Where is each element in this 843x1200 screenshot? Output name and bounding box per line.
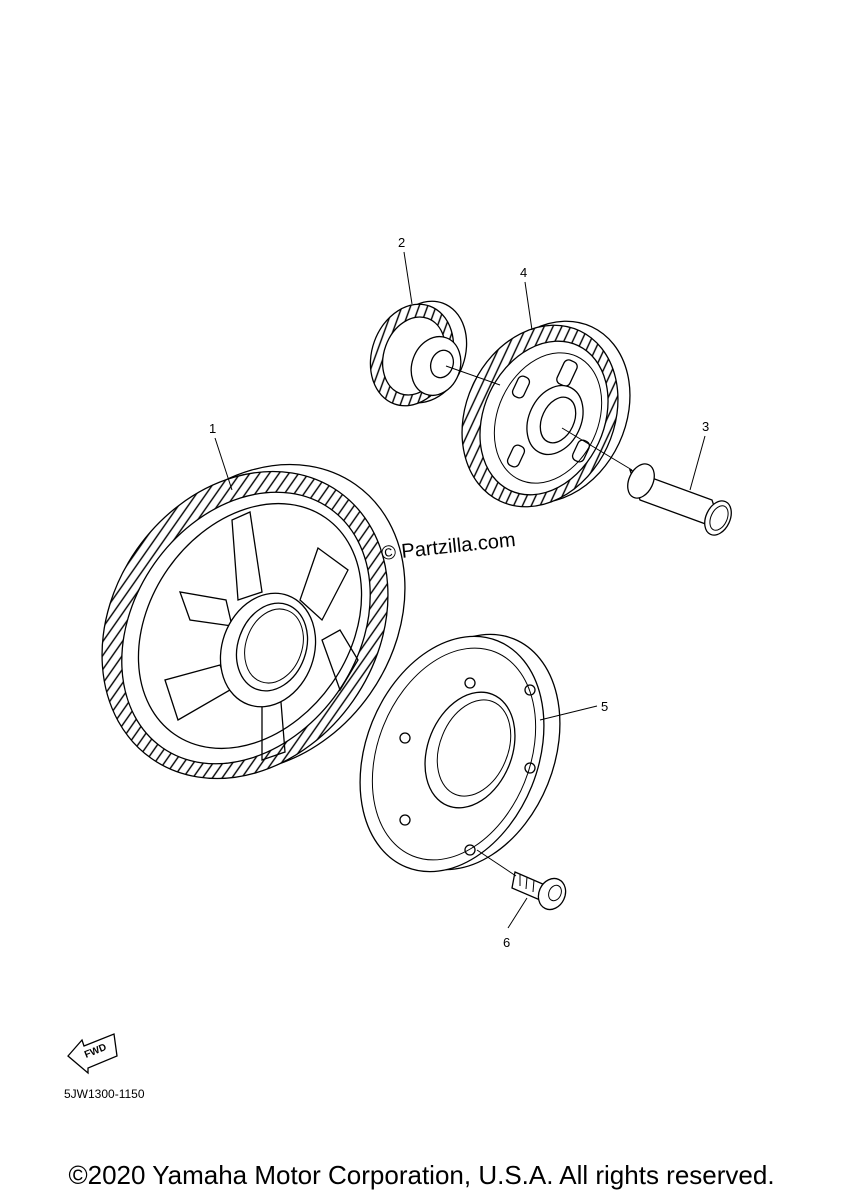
leader-lines [214, 251, 706, 929]
part-6-bolt[interactable] [511, 871, 571, 914]
callout-1: 1 [209, 421, 216, 436]
callout-3: 3 [702, 419, 709, 434]
part-3-shaft[interactable] [623, 460, 737, 540]
part-4-starter-idle-gear[interactable] [433, 296, 659, 533]
callout-4: 4 [520, 265, 527, 280]
part-2-idler-gear[interactable] [357, 289, 481, 417]
callout-2: 2 [398, 235, 405, 250]
watermark-text: © Partzilla.com [380, 529, 516, 565]
part-5-one-way-clutch[interactable] [327, 607, 594, 900]
callout-6: 6 [503, 935, 510, 950]
fwd-arrow-icon: FWD [67, 1033, 118, 1075]
callout-5: 5 [601, 699, 608, 714]
diagram-code: 5JW1300-1150 [64, 1087, 145, 1101]
copyright-notice: ©2020 Yamaha Motor Corporation, U.S.A. A… [68, 1160, 775, 1190]
part-1-starter-driven-gear[interactable] [43, 409, 463, 834]
